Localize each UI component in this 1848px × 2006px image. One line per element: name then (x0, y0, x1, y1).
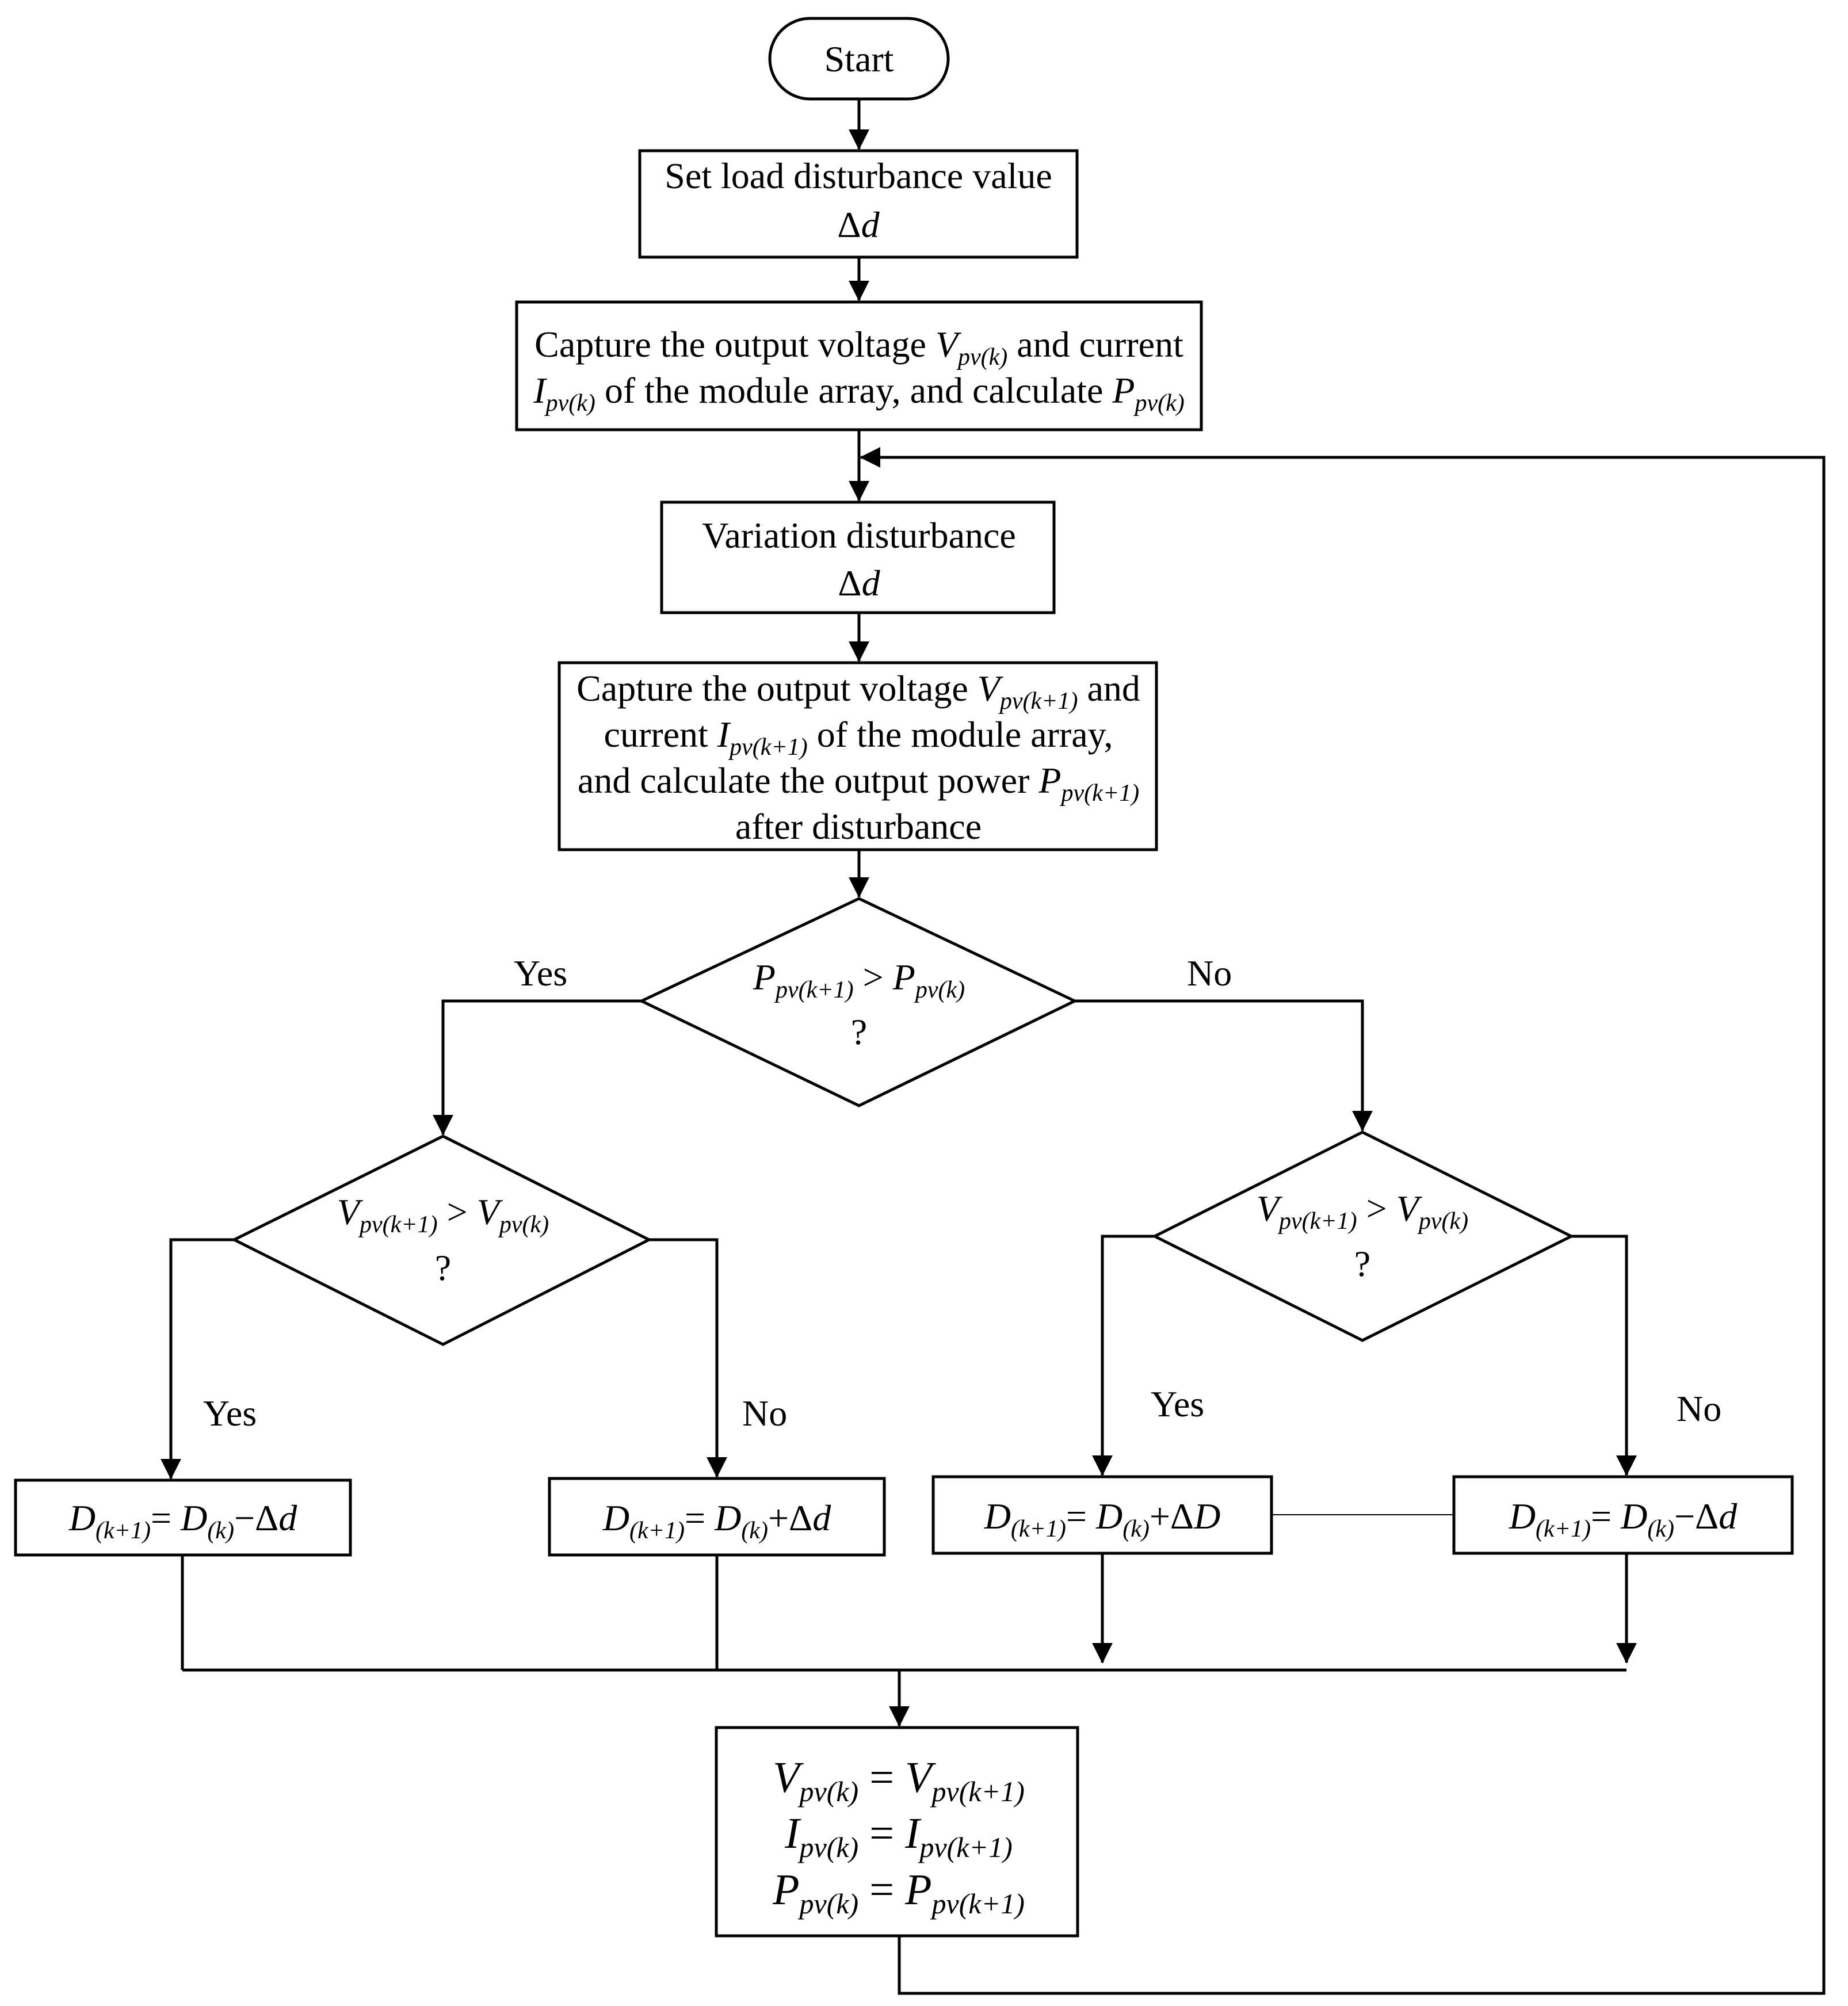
variation-box (660, 500, 1056, 614)
capture-after-line3: and calculate the output power Ppv(k+1) (578, 760, 1139, 807)
decision-power-condition: Ppv(k+1) > Ppv(k) (753, 957, 965, 1003)
action-4-text: D(k+1)= D(k)−Δd (1509, 1496, 1738, 1542)
set-load-box (638, 149, 1079, 259)
line-yes-left (161, 1238, 234, 1480)
update-row-current: Ipv(k) = Ipv(k+1) (784, 1809, 1013, 1863)
variation-line1: Variation disturbance (702, 515, 1016, 556)
label-no-left: No (742, 1393, 787, 1434)
label-no-right: No (1677, 1388, 1721, 1429)
set-load-delta: Δd (837, 204, 880, 245)
label-yes-top: Yes (514, 953, 567, 994)
update-row-power: Ppv(k) = Ppv(k+1) (772, 1866, 1025, 1920)
line-no-left (649, 1238, 727, 1478)
capture-after-line4: after disturbance (735, 806, 982, 847)
label-yes-right: Yes (1151, 1384, 1204, 1424)
line-no-top (1075, 999, 1373, 1132)
action-1-text: D(k+1)= D(k)−Δd (68, 1497, 297, 1544)
variation-delta: Δd (838, 563, 880, 603)
action-3-text: D(k+1)= D(k)+ΔD (984, 1496, 1221, 1542)
feedback-loop (860, 447, 1826, 1995)
line-yes-right (1092, 1235, 1155, 1476)
label-no-top: No (1187, 953, 1232, 994)
capture-initial-box (515, 300, 1203, 431)
decision-voltage-left-condition: Vpv(k+1) > Vpv(k) (337, 1191, 549, 1238)
action-2-text: D(k+1)= D(k)+Δd (602, 1497, 831, 1544)
decision-power (638, 897, 1078, 1107)
line-yes-top (433, 999, 642, 1136)
connectors (161, 99, 1826, 1995)
start-label: Start (824, 39, 894, 79)
capture-initial-line2: Ipv(k) of the module array, and calculat… (533, 370, 1184, 417)
capture-initial-line1: Capture the output voltage Vpv(k) and cu… (534, 324, 1183, 370)
decision-power-question: ? (851, 1011, 867, 1052)
decision-voltage-right-condition: Vpv(k+1) > Vpv(k) (1257, 1188, 1468, 1235)
update-box (715, 1726, 1079, 1938)
label-yes-left: Yes (203, 1393, 257, 1434)
line-no-right (1571, 1235, 1637, 1476)
decision-voltage-left (231, 1134, 652, 1346)
set-load-line1: Set load disturbance value (665, 155, 1052, 196)
decision-voltage-right (1151, 1130, 1575, 1342)
capture-after-line2: current Ipv(k+1) of the module array, (604, 714, 1113, 761)
update-row-voltage: Vpv(k) = Vpv(k+1) (773, 1753, 1025, 1808)
capture-after-line1: Capture the output voltage Vpv(k+1) and (576, 668, 1140, 714)
decision-voltage-left-question: ? (435, 1247, 451, 1288)
decision-voltage-right-question: ? (1354, 1243, 1370, 1284)
capture-after-box (558, 661, 1158, 851)
